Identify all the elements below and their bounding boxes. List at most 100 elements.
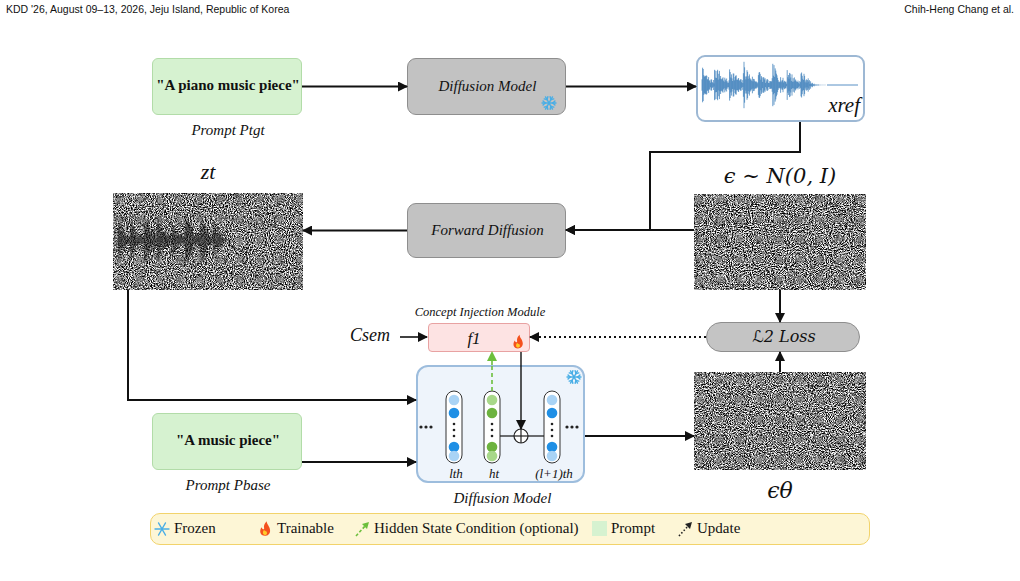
- snowflake-icon: [551, 105, 554, 108]
- add-symbol: [514, 435, 528, 436]
- ellipsis-dot: [570, 425, 573, 428]
- waveform: [702, 62, 827, 108]
- snowflake-icon: [159, 523, 166, 535]
- snowflake-icon: [544, 105, 547, 108]
- layer-column: [453, 423, 456, 426]
- node-label: "A piano music piece": [153, 77, 303, 94]
- snowflake-icon: [546, 106, 549, 109]
- node-label: Diffusion Model: [408, 490, 597, 507]
- page-header: KDD '26, August 09–13, 2026, Jeju Island…: [6, 3, 506, 15]
- snowflake-icon: [551, 98, 554, 101]
- snowflake-icon: [569, 370, 580, 384]
- layer-column: [487, 442, 498, 453]
- node-label: f1: [429, 329, 519, 349]
- noise-image: [113, 193, 303, 290]
- module-box: Concept Injection Modulef1: [428, 323, 530, 352]
- snowflake-icon: [571, 371, 574, 374]
- layer-column: [449, 451, 460, 462]
- connector-arrow: [302, 86, 407, 88]
- waveform: [118, 208, 238, 271]
- layer-column: [491, 429, 494, 432]
- connector-arrow: [302, 461, 416, 463]
- add-symbol: [514, 429, 528, 443]
- node-label: Forward Diffusion: [408, 222, 567, 239]
- layer-column: [446, 391, 462, 463]
- ellipsis-dot: [565, 425, 568, 428]
- snowflake-icon: [571, 371, 578, 383]
- snowflake-icon: [571, 380, 574, 383]
- node-label: "A music piece": [153, 432, 303, 449]
- connector-arrow: [491, 352, 493, 365]
- layer-column: [487, 395, 498, 406]
- model-box: Diffusion Model: [407, 58, 566, 115]
- noise-image: [694, 194, 866, 290]
- layer-column: [551, 435, 554, 438]
- page-header: Chih-Heng Chang et al.: [700, 3, 1014, 15]
- fire-icon: [260, 521, 270, 535]
- legend-arrow-head: [685, 522, 692, 529]
- connector-arrow: [566, 229, 694, 231]
- snowflake-icon: [546, 97, 549, 100]
- snowflake-icon: [576, 372, 579, 375]
- connector-arrow: [128, 290, 416, 400]
- snowflake-icon: [544, 96, 555, 110]
- snowflake-icon: [578, 375, 580, 377]
- legend-swatch: [592, 521, 607, 536]
- fire-icon: [513, 335, 522, 349]
- model-box: lthht(l+1)thDiffusion Model: [416, 365, 585, 483]
- fire-icon: [516, 343, 520, 348]
- audio-box: xref: [696, 55, 865, 122]
- noisy-latent-box: zt: [113, 193, 303, 290]
- fire-icon: [513, 335, 522, 349]
- add-symbol: [514, 429, 528, 443]
- loss-box: ℒ2 Loss: [706, 322, 860, 352]
- legend-symbol: [256, 519, 276, 539]
- snowflake-icon: [553, 103, 555, 105]
- snowflake-icon: [544, 98, 547, 101]
- legend-arrow: [356, 525, 366, 536]
- node-label: ϵθ: [694, 478, 866, 503]
- node-label: ℒ2 Loss: [707, 328, 861, 346]
- layer-column: [453, 435, 456, 438]
- connector-arrow: [520, 352, 521, 429]
- prompt-box: "A piano music piece"Prompt Ptgt: [152, 58, 302, 115]
- layer-column: [547, 442, 558, 453]
- snowflake-icon: [543, 101, 545, 103]
- layer-column: [449, 395, 460, 406]
- snowflake-icon: [569, 370, 580, 384]
- ellipsis-dot: [429, 425, 432, 428]
- connector-arrow: [530, 336, 706, 338]
- legend-arrow: [679, 525, 689, 536]
- ellipsis-dot: [575, 425, 578, 428]
- node-label: (l+1)th: [524, 467, 584, 482]
- snowflake-icon: [569, 379, 572, 382]
- legend-symbol: [676, 519, 696, 539]
- layer-column: [491, 423, 494, 426]
- node-label: xref: [806, 93, 860, 117]
- layer-column: [491, 435, 494, 438]
- layer-column: [446, 391, 462, 463]
- snowflake-icon: [549, 97, 552, 100]
- legend-symbol: [153, 519, 173, 539]
- snowflake-icon: [568, 375, 570, 377]
- connector-arrow: [566, 122, 800, 230]
- layer-column: [544, 391, 560, 463]
- connector-arrow: [779, 352, 781, 372]
- layer-column: [484, 391, 500, 463]
- legend-label: Prompt: [611, 520, 655, 537]
- snowflake-icon: [549, 106, 552, 109]
- snowflake-icon: [544, 96, 555, 110]
- node-label: Concept Injection Module: [389, 305, 571, 319]
- layer-column: [551, 423, 554, 426]
- snowflake-icon: [567, 376, 581, 377]
- waveform: [827, 85, 858, 86]
- legend-label: Trainable: [277, 520, 334, 537]
- fire-icon: [263, 530, 267, 535]
- noise-box: ϵ ∼ N(0, I): [694, 194, 866, 290]
- ellipsis-dot: [424, 425, 427, 428]
- legend-label: Update: [697, 520, 740, 537]
- snowflake-icon: [542, 102, 556, 103]
